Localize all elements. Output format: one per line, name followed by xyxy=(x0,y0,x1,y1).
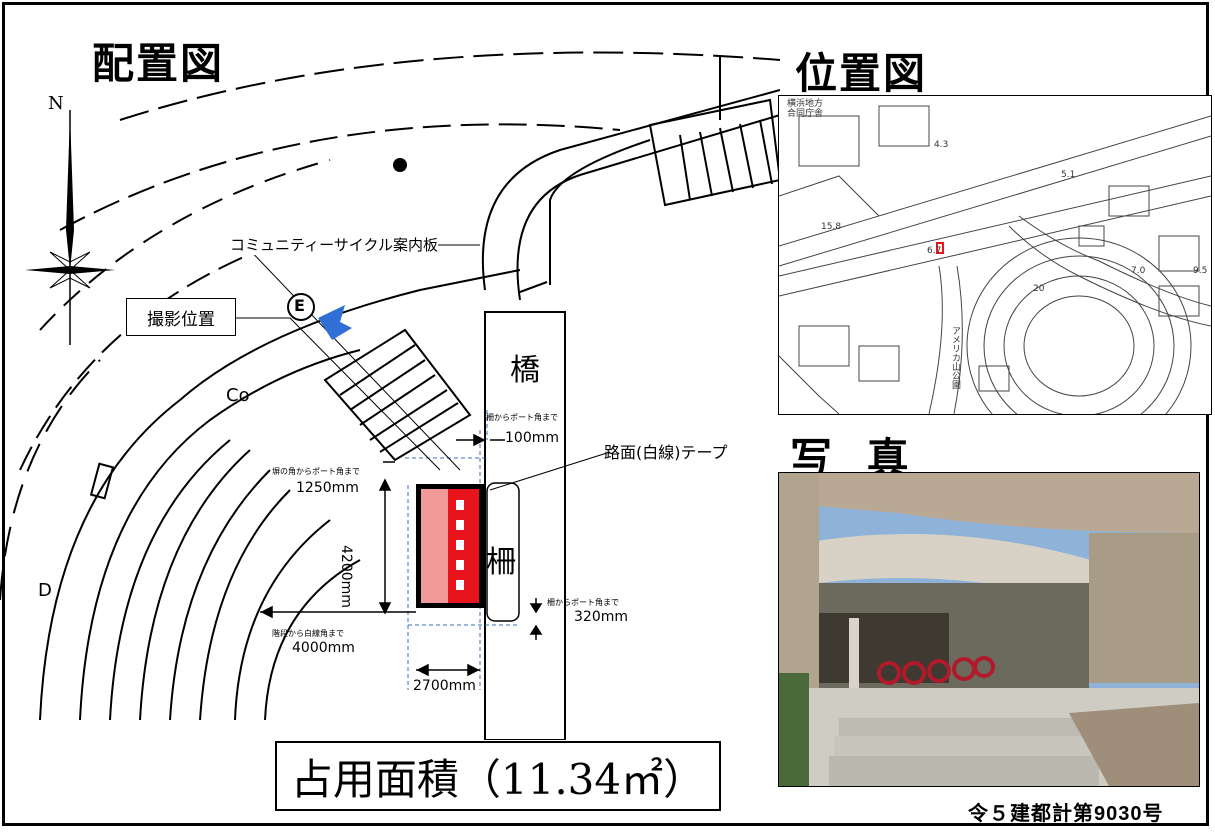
layout-drawing xyxy=(0,51,780,740)
site-photo-drawing xyxy=(779,473,1199,786)
fence-label: 柵 xyxy=(486,545,516,580)
north-label: N xyxy=(48,93,64,114)
road-tape-label: 路面(白線)テープ xyxy=(604,443,728,462)
right-dim-note: 柵からポート角まで xyxy=(547,598,619,607)
manhole-icon xyxy=(393,158,407,172)
fence-outline xyxy=(486,482,520,622)
right-dim-value: 320mm xyxy=(574,609,628,625)
upper-structure xyxy=(481,55,780,301)
map-number-1: 4.3 xyxy=(934,140,949,150)
map-number-3: 6.7 xyxy=(927,246,942,256)
permit-number: 令５建都計第9030号 xyxy=(968,803,1164,825)
layout-title: 配置図 xyxy=(92,39,225,88)
map-number-5: 7.0 xyxy=(1131,266,1146,276)
height-dim-value: 4200mm xyxy=(338,545,354,608)
photo-position-box: 撮影位置 xyxy=(126,298,236,336)
co-label: Co xyxy=(226,385,250,406)
occupied-area-box: 占用面積（11.34㎡） xyxy=(275,741,721,811)
location-map: 横浜地方 合同庁舎 4.3 15.8 6.7 5.1 7.0 9.5 20 アメ… xyxy=(778,95,1212,415)
map-park-label: アメリカ山公園 xyxy=(950,326,960,389)
cycle-sign-label: コミュニティーサイクル案内板 xyxy=(230,234,439,255)
bollard-icon xyxy=(89,462,115,500)
top-dim-value: 100mm xyxy=(505,430,559,446)
curved-plaza-lines xyxy=(0,51,780,721)
bottom-left-dim-value: 4000mm xyxy=(292,640,355,656)
width-dim-value: 2700mm xyxy=(413,678,476,694)
site-photo xyxy=(778,472,1200,787)
map-number-6: 9.5 xyxy=(1193,266,1208,276)
left-dim-note: 塀の角からポート角まで xyxy=(272,467,360,476)
occupied-area-label: 占用面積（11.34㎡） xyxy=(290,754,706,804)
compass-rose-icon xyxy=(25,110,115,345)
map-number-4: 5.1 xyxy=(1061,170,1076,180)
left-dim-value: 1250mm xyxy=(296,480,359,496)
map-building-label-1: 横浜地方 xyxy=(787,99,824,109)
map-building-label-2: 合同庁舎 xyxy=(787,109,824,119)
map-number-7: 20 xyxy=(1033,284,1045,294)
top-dim-note: 柵からポート角まで xyxy=(486,413,558,422)
location-map-title: 位置図 xyxy=(795,49,928,98)
edge-letter-label: D xyxy=(38,580,52,601)
photo-marker-letter: E xyxy=(294,296,305,315)
photo-position-label: 撮影位置 xyxy=(147,309,215,330)
stairs-center xyxy=(323,328,472,462)
site-marker-icon xyxy=(936,242,944,254)
photo-position-marker-icon xyxy=(287,293,352,340)
bridge-label: 橋 xyxy=(510,353,540,388)
location-map-drawing xyxy=(779,105,1211,414)
dimension-arrows xyxy=(260,433,543,677)
bottom-left-dim-note: 階段から白線角まで xyxy=(272,629,344,638)
occupied-area xyxy=(416,484,484,608)
map-number-2: 15.8 xyxy=(821,222,842,232)
